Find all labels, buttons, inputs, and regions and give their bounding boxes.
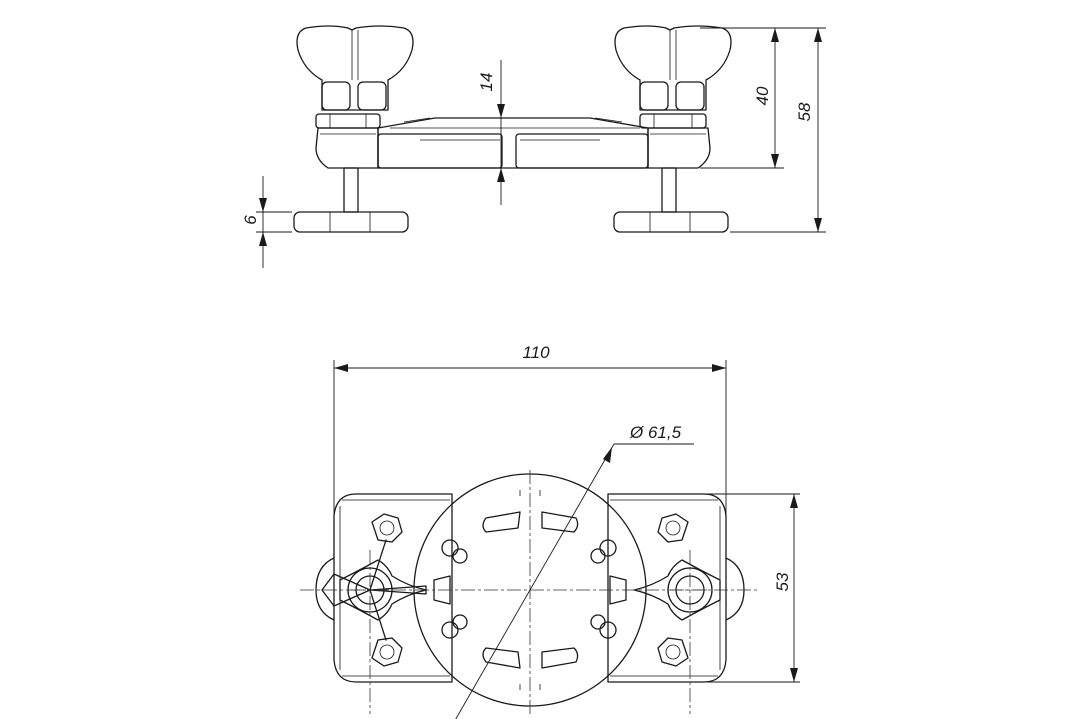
slot-icon: [433, 575, 451, 605]
dimension-foot-thickness: 6: [241, 176, 292, 268]
side-view: 14 40 58 6: [241, 25, 826, 268]
top-view-center-lines: [300, 470, 760, 714]
keyhole-icon: [441, 614, 468, 639]
dimension-label-40: 40: [753, 86, 772, 105]
keyhole-icon: [590, 539, 617, 564]
side-view-left-clamp: [293, 25, 414, 233]
slot-icon: [609, 575, 627, 605]
hex-nut-icon: [371, 513, 403, 543]
top-view-base-plate: [315, 493, 745, 683]
slot-icon: [482, 511, 521, 533]
keyhole-icon: [590, 614, 617, 639]
top-view: 110 Ø 61,5 53: [300, 343, 800, 719]
side-view-plate: [377, 117, 649, 169]
hex-nut-icon: [657, 513, 689, 543]
slot-icon: [541, 511, 579, 533]
hex-nut-icon: [657, 637, 689, 667]
dimension-plate-thickness: 14: [477, 60, 505, 205]
dimension-label-53: 53: [773, 572, 792, 591]
slot-icon: [541, 647, 579, 669]
wing-knob-icon: [296, 25, 414, 111]
dimension-width: 53: [706, 493, 800, 683]
hex-nut-icon: [371, 637, 403, 667]
dimension-label-14: 14: [477, 73, 496, 92]
slot-icon: [482, 647, 521, 669]
dimension-label-6: 6: [241, 215, 260, 225]
dimension-label-110: 110: [522, 343, 550, 362]
dimension-overall-length: 110: [333, 343, 727, 556]
dimension-top-height: 40: [700, 27, 784, 169]
dimension-label-diameter: Ø 61,5: [629, 423, 682, 442]
wing-knob-icon: [614, 25, 732, 111]
side-view-right-clamp: [613, 25, 732, 233]
dimension-overall-height: 58: [730, 27, 826, 233]
side-view-right-foot: [613, 211, 729, 233]
keyhole-icon: [441, 539, 468, 564]
dimension-circle-diameter: Ø 61,5: [455, 423, 694, 719]
dimension-label-58: 58: [795, 102, 814, 121]
side-view-left-foot: [293, 211, 409, 233]
